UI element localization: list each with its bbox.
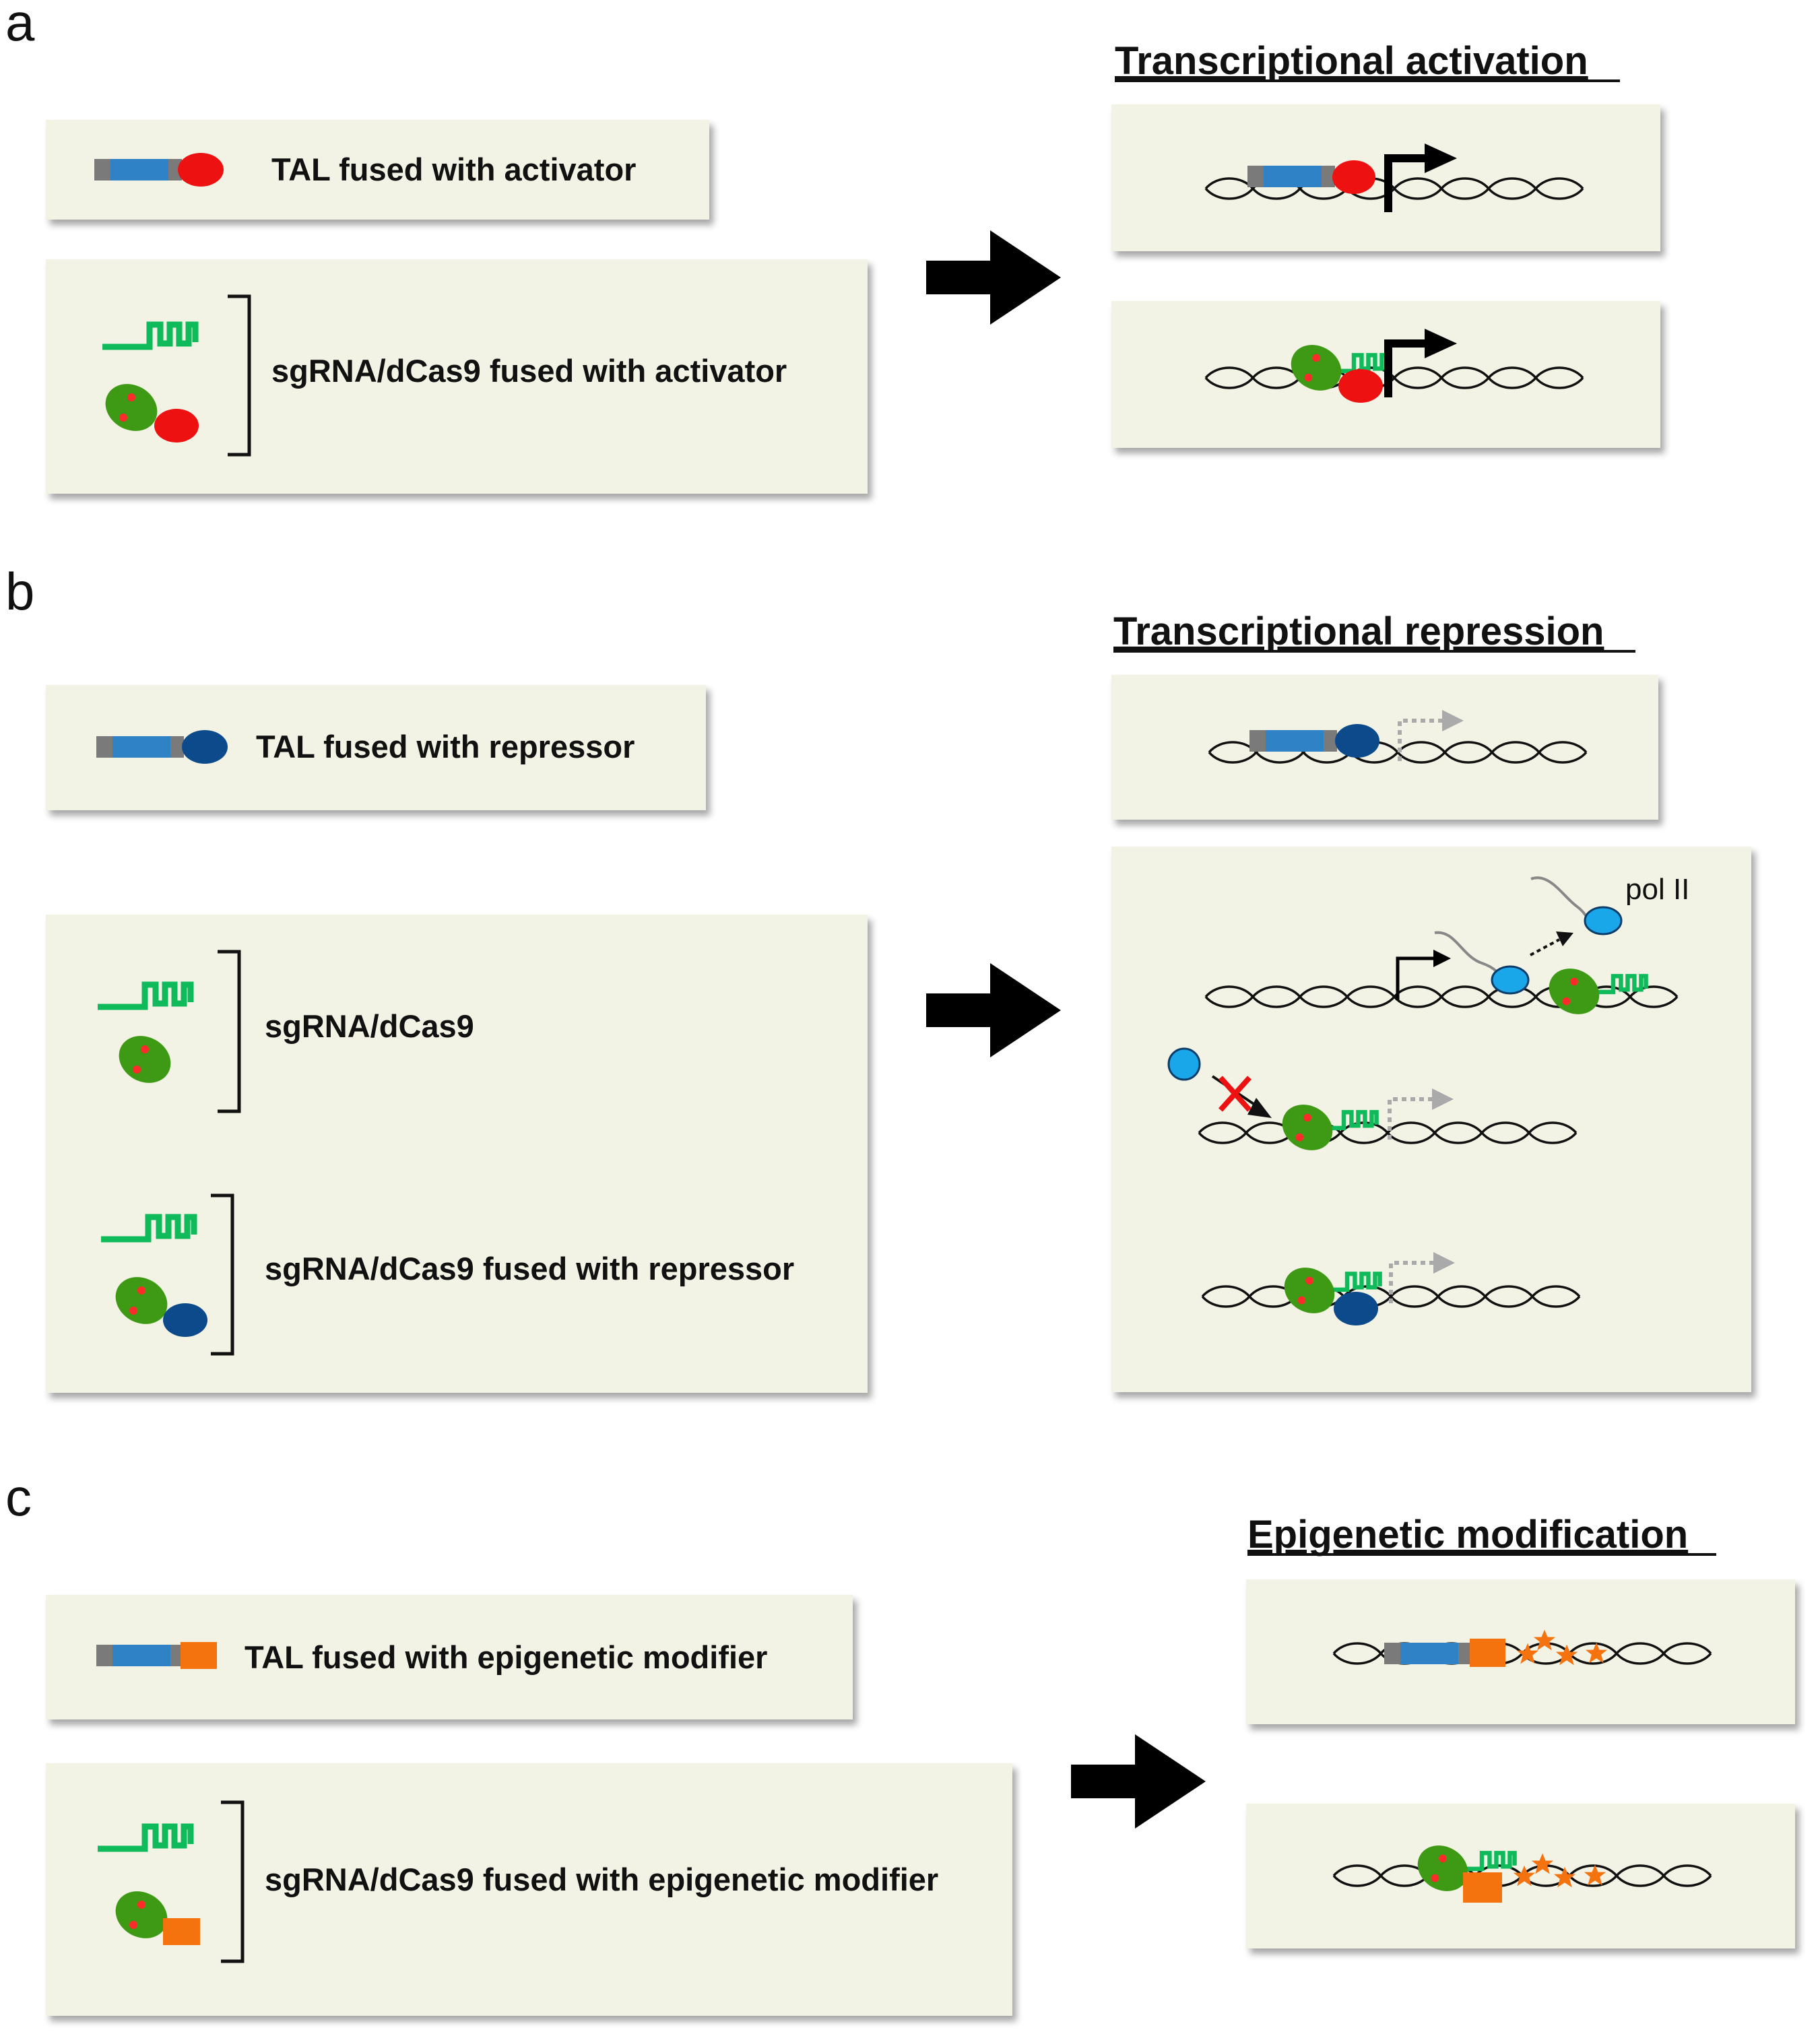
panel-letter-b: b [5,562,34,621]
legend-label: TAL fused with epigenetic modifier [245,1639,767,1675]
panel-letter-c: c [5,1468,32,1527]
legend-box-dcas9-modifier: sgRNA/dCas9 fused with epigenetic modifi… [46,1763,1012,2016]
legend-label: sgRNA/dCas9 [265,1008,474,1044]
arrowhead [1556,931,1573,946]
repressor-icon [1335,724,1379,758]
legend-label: TAL fused with activator [271,152,636,187]
arrow-right-icon [926,963,1061,1057]
tal-icon [94,159,182,181]
tal-icon [96,1645,184,1666]
activator-icon [1338,369,1383,403]
modifier-icon [181,1642,217,1669]
result-box-dcas9-activation [1111,301,1660,448]
legend-box-dcas9-activator: sgRNA/dCas9 fused with activator [46,259,868,494]
result-box-dcas9-repression: pol II [1111,847,1751,1392]
legend-box-tal-modifier: TAL fused with epigenetic modifier [46,1595,853,1719]
legend-label: sgRNA/dCas9 fused with activator [271,353,787,389]
arrow-right-icon [1071,1734,1206,1829]
tal-icon [1249,730,1337,752]
legend-box-dcas9-group: sgRNA/dCas9 sgRNA/dCas9 fused with repre… [46,915,868,1393]
tal-icon [96,736,184,758]
repressor-icon [163,1303,207,1337]
pol2-icon [1167,1047,1201,1081]
result-box-tal-repression [1111,675,1658,820]
panel-letter-a: a [5,0,35,52]
result-box-dcas9-epigenetic [1246,1804,1795,1948]
heading-repression: Transcriptional repression [1113,610,1604,653]
modifier-icon [163,1918,200,1945]
pol2-icon [1491,965,1530,995]
modifier-icon [1470,1639,1505,1667]
repressor-icon [1334,1292,1378,1325]
result-box-tal-activation [1111,104,1660,251]
bracket [228,294,251,457]
pol2-icon [1584,906,1623,936]
modifier-icon [1463,1872,1502,1903]
result-box-tal-epigenetic [1246,1579,1795,1724]
bracket [218,950,241,1113]
cross-mark-icon [1218,1076,1252,1112]
legend-box-tal-activator: TAL fused with activator [46,120,709,220]
tal-icon [1384,1643,1472,1664]
heading-activation: Transcriptional activation [1115,39,1588,83]
legend-label: sgRNA/dCas9 fused with epigenetic modifi… [265,1862,938,1897]
activator-icon [154,409,199,442]
legend-box-tal-repressor: TAL fused with repressor [46,685,706,810]
bracket [211,1193,234,1356]
activator-icon [1332,160,1375,194]
dotted-arrow [1530,938,1560,956]
activator-icon [178,153,224,187]
tal-icon [1247,166,1335,187]
bracket [221,1800,245,1963]
pol2-label: pol II [1625,873,1689,906]
heading-epigenetic: Epigenetic modification [1247,1513,1688,1556]
repressor-icon [182,730,228,764]
legend-label: TAL fused with repressor [256,729,635,764]
legend-label: sgRNA/dCas9 fused with repressor [265,1251,794,1286]
arrowhead [1247,1098,1272,1118]
arrow-right-icon [926,230,1061,325]
